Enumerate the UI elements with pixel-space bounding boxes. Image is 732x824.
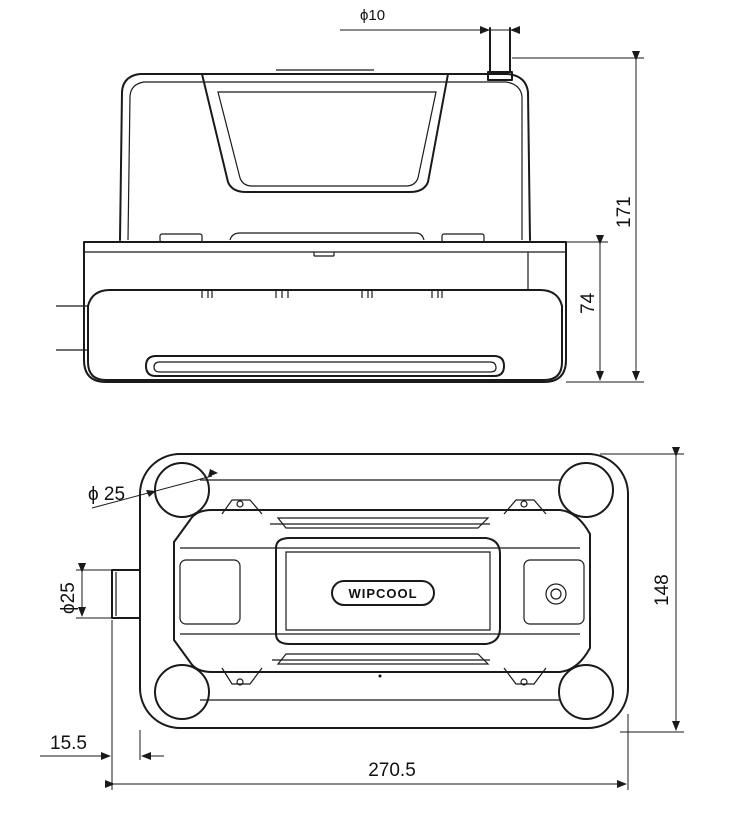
top-pipe-diameter-label: ϕ10 bbox=[360, 7, 385, 24]
outlet-diameter-label: ϕ25 bbox=[58, 582, 79, 614]
front-view: ϕ10 171 74 bbox=[56, 7, 644, 383]
foot-top-right bbox=[558, 462, 614, 518]
foot-bottom-right bbox=[558, 664, 614, 720]
depth-label: 148 bbox=[652, 574, 673, 606]
foot-diameter-label: ϕ 25 bbox=[88, 484, 125, 505]
dim-top-pipe: ϕ10 bbox=[340, 7, 520, 34]
dim-width: 270.5 bbox=[105, 714, 629, 790]
upper-housing bbox=[119, 69, 531, 243]
base-height-label: 74 bbox=[578, 292, 599, 314]
total-height-label: 171 bbox=[614, 196, 635, 228]
outlet-pipe bbox=[111, 569, 141, 619]
brand-logo: WIPCOOL bbox=[348, 586, 417, 601]
foot-bottom-left bbox=[154, 664, 210, 720]
top-view: WIPCOOL ϕ 25 ϕ25 148 bbox=[40, 447, 684, 790]
inner-lid: WIPCOOL bbox=[173, 509, 591, 678]
center-window bbox=[275, 537, 501, 645]
foot-top-left bbox=[154, 462, 210, 518]
feet bbox=[154, 462, 614, 720]
top-pipe bbox=[487, 27, 513, 81]
dim-base-height: 74 bbox=[566, 235, 608, 381]
dim-outlet-length: 15.5 bbox=[40, 620, 164, 790]
outlet bbox=[111, 569, 141, 619]
screw-icon bbox=[545, 583, 567, 605]
dim-foot-diameter: ϕ 25 bbox=[88, 469, 218, 509]
outlet-length-label: 15.5 bbox=[50, 733, 87, 754]
mounting-tabs bbox=[221, 499, 547, 686]
width-label: 270.5 bbox=[368, 760, 416, 781]
dim-total-height: 171 bbox=[512, 51, 644, 383]
side-outlet bbox=[56, 305, 88, 351]
logo-badge bbox=[331, 580, 435, 606]
base-housing bbox=[83, 241, 567, 383]
dim-depth: 148 bbox=[600, 447, 684, 733]
dim-outlet-diameter: ϕ25 bbox=[58, 563, 112, 619]
